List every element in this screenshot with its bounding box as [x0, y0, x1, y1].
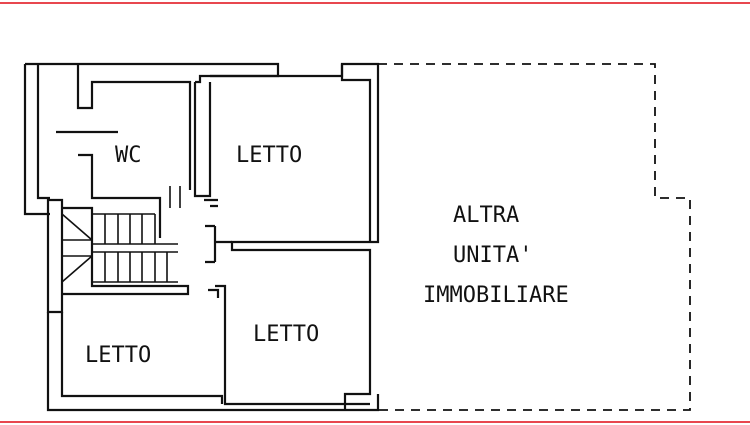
wall-top-bedroom	[193, 62, 380, 410]
wall-mid-stub	[205, 224, 232, 264]
staircase	[61, 186, 181, 283]
room-label-wc: WC	[115, 143, 142, 168]
other-unit-boundary	[378, 63, 691, 411]
wall-top-left	[23, 62, 280, 216]
wall-mid-bedroom-door	[208, 288, 220, 298]
room-label-bedroom-top: LETTO	[236, 143, 302, 168]
wall-stair-left	[46, 198, 64, 314]
wall-top-bedroom-door	[204, 198, 218, 208]
wall-wc-bottom	[78, 153, 162, 238]
room-label-bedroom-mid: LETTO	[253, 322, 319, 347]
other-unit-label-line2: UNITA'	[453, 243, 532, 268]
other-unit-label-line1: ALTRA	[453, 203, 519, 228]
wall-mid-bedroom	[215, 284, 370, 406]
walls	[23, 62, 380, 412]
wall-top-right	[340, 64, 372, 242]
bottom-border-line	[0, 421, 750, 423]
wall-wc-left	[76, 64, 192, 190]
wall-stair-box	[62, 206, 190, 296]
room-label-bedroom-bottom-left: LETTO	[85, 343, 151, 368]
wall-bottom-outer	[46, 358, 380, 412]
wall-bottom-left-room	[46, 312, 64, 358]
top-border-line	[0, 2, 750, 4]
other-unit-label-line3: IMMOBILIARE	[423, 283, 569, 308]
